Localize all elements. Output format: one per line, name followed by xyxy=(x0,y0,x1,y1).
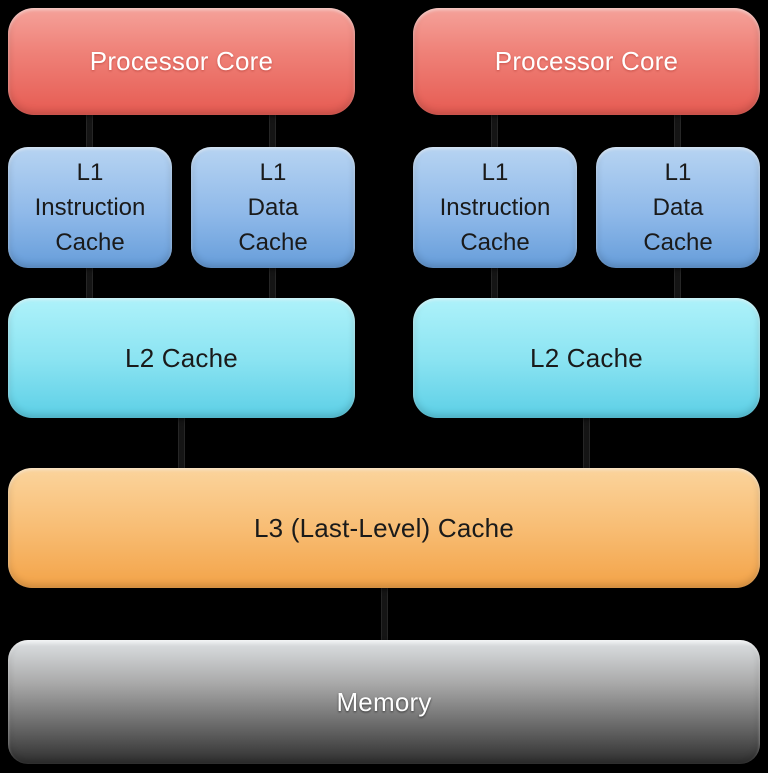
l1-instruction-cache-2-line2: Instruction xyxy=(439,194,551,221)
l2-cache-1: L2 Cache xyxy=(8,298,355,418)
l1-data-cache-1-line1: L1 xyxy=(259,159,287,186)
l2-cache-1-label: L2 Cache xyxy=(125,342,238,373)
l2-cache-2-label: L2 Cache xyxy=(530,342,643,373)
l1-instruction-cache-2: L1 Instruction Cache xyxy=(413,147,577,268)
l3-cache: L3 (Last-Level) Cache xyxy=(8,468,760,588)
l1-data-cache-2-line1: L1 xyxy=(664,159,692,186)
processor-core-2-label: Processor Core xyxy=(494,46,679,76)
connector-l3-memory xyxy=(381,582,388,644)
connector-core1-l1d1 xyxy=(269,110,276,152)
l1-instruction-cache-1: L1 Instruction Cache xyxy=(8,147,172,268)
memory-label: Memory xyxy=(336,686,432,717)
memory: Memory xyxy=(8,640,760,764)
connector-core2-l1i2 xyxy=(491,110,498,152)
connector-l2-1-l3 xyxy=(178,412,185,474)
connector-core1-l1i1 xyxy=(86,110,93,152)
l1-data-cache-1: L1 Data Cache xyxy=(191,147,355,268)
l2-cache-2: L2 Cache xyxy=(413,298,760,418)
connector-l1d1-l2-1 xyxy=(269,262,276,304)
l1-data-cache-1-line3: Cache xyxy=(238,229,308,256)
l1-instruction-cache-2-line1: L1 xyxy=(481,159,509,186)
connector-l1i2-l2-2 xyxy=(491,262,498,304)
l1-data-cache-2-line2: Data xyxy=(652,194,704,221)
l1-instruction-cache-1-line3: Cache xyxy=(55,229,125,256)
connector-l2-2-l3 xyxy=(583,412,590,474)
l1-instruction-cache-2-line3: Cache xyxy=(460,229,530,256)
processor-core-1-label: Processor Core xyxy=(89,46,274,76)
processor-core-1: Processor Core xyxy=(8,8,355,115)
l1-data-cache-1-line2: Data xyxy=(247,194,299,221)
l1-data-cache-2-line3: Cache xyxy=(643,229,713,256)
processor-core-2: Processor Core xyxy=(413,8,760,115)
l3-cache-label: L3 (Last-Level) Cache xyxy=(254,512,514,543)
l1-data-cache-2: L1 Data Cache xyxy=(596,147,760,268)
connector-l1i1-l2-1 xyxy=(86,262,93,304)
l1-instruction-cache-1-line2: Instruction xyxy=(34,194,146,221)
connector-core2-l1d2 xyxy=(674,110,681,152)
connector-l1d2-l2-2 xyxy=(674,262,681,304)
l1-instruction-cache-1-line1: L1 xyxy=(76,159,104,186)
